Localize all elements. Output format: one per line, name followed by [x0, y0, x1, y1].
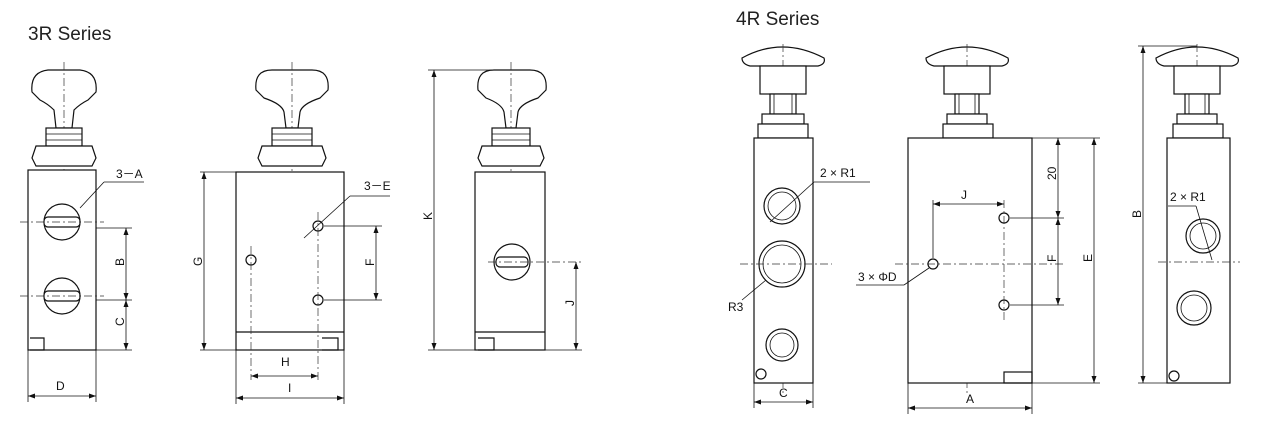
series-4r-title: 4R Series [736, 9, 820, 30]
3r-side-dimensions: G 3－E F H I [191, 171, 391, 404]
dim-4r-20: 20 [1045, 166, 1059, 180]
3r-side-view [235, 62, 345, 380]
dim-4r-r3: R3 [728, 300, 744, 314]
dim-3r-e: 3－E [364, 179, 391, 193]
dim-4r-r1-side: 2 × R1 [1170, 190, 1206, 204]
3r-back-dimensions: K J [421, 69, 582, 351]
4r-front-dimensions: 2 × R1 R3 C [728, 166, 870, 408]
dim-4r-c: C [779, 386, 788, 400]
dim-3r-a: 3－A [116, 167, 143, 181]
4r-side-dimensions: B 2 × R1 [1130, 45, 1213, 384]
dim-4r-e: E [1081, 254, 1095, 262]
dim-3r-j: J [563, 300, 577, 306]
dim-3r-f: F [363, 259, 377, 266]
dim-3r-k: K [421, 212, 435, 220]
dim-3r-h: H [281, 355, 290, 369]
dim-3r-i: I [288, 381, 291, 395]
4r-side-view [1155, 44, 1240, 384]
dim-3r-d: D [56, 379, 65, 393]
dim-4r-r1-front: 2 × R1 [820, 166, 856, 180]
series-3r-title: 3R Series [28, 24, 112, 45]
3r-back-view [474, 62, 582, 351]
3r-front-dimensions: 3－A B C D [27, 167, 144, 402]
dim-4r-a: A [966, 392, 974, 406]
dim-3r-g: G [191, 257, 205, 266]
3r-front-view [20, 62, 104, 351]
dim-4r-j: J [961, 188, 967, 202]
dim-3r-c: C [113, 317, 127, 326]
4r-wide-view [895, 44, 1066, 396]
dim-4r-d: 3 × ΦD [858, 270, 897, 284]
dim-4r-f: F [1045, 255, 1059, 262]
4r-wide-dimensions: J 20 F E 3 × ΦD A [856, 137, 1100, 414]
4r-front-view [740, 44, 832, 396]
dim-3r-b: B [113, 258, 127, 266]
dim-4r-b: B [1130, 210, 1144, 218]
